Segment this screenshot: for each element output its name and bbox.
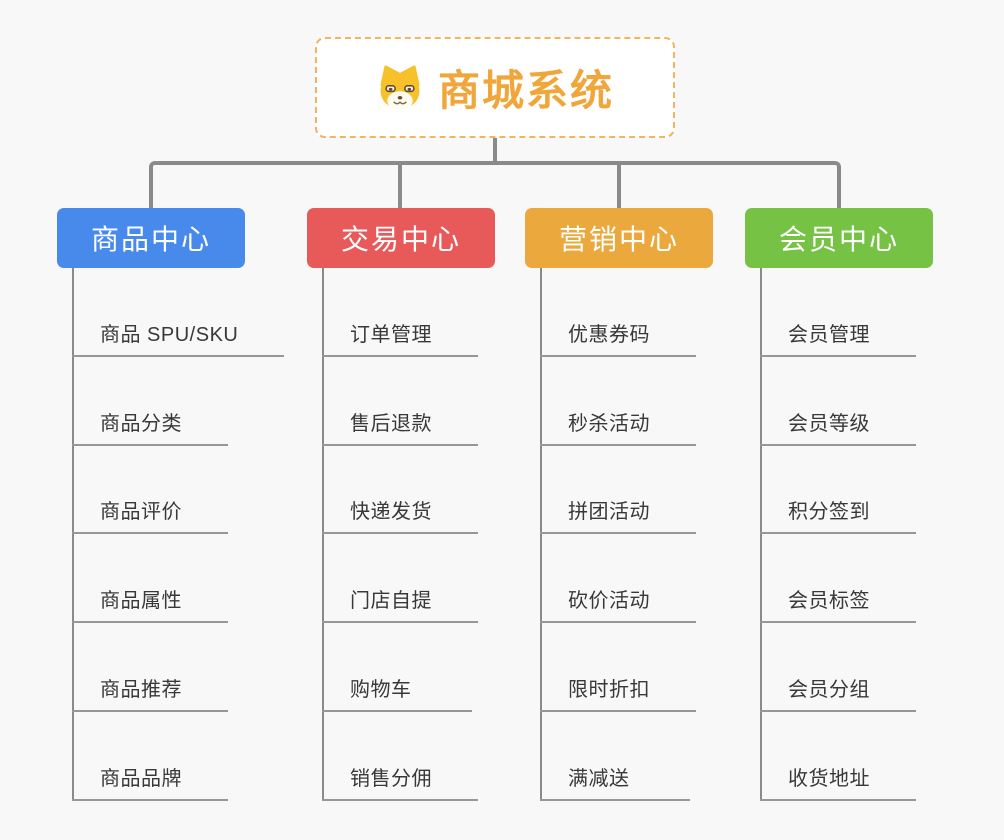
leaf-node[interactable]: 售后退款	[322, 357, 478, 446]
branch-bus-connector	[149, 161, 841, 208]
branch-node-marketing-center[interactable]: 营销中心	[525, 208, 713, 268]
root-stem-connector	[493, 138, 497, 165]
branch-column-product: 商品 SPU/SKU 商品分类 商品评价 商品属性 商品推荐 商品品牌	[72, 268, 285, 801]
leaf-node[interactable]: 销售分佣	[322, 712, 478, 801]
leaf-node[interactable]: 购物车	[322, 623, 472, 712]
root-title: 商城系统	[437, 67, 614, 114]
branch-node-product-center[interactable]: 商品中心	[57, 208, 245, 268]
branch-drop-connector	[617, 165, 621, 208]
leaf-node[interactable]: 门店自提	[322, 534, 478, 623]
leaf-node[interactable]: 商品 SPU/SKU	[72, 268, 285, 357]
leaf-node[interactable]: 商品分类	[72, 357, 228, 446]
branch-drop-connector	[398, 165, 402, 208]
leaf-node[interactable]: 快递发货	[322, 446, 478, 534]
root-node[interactable]: 商城系统	[315, 37, 675, 138]
leaf-node[interactable]: 限时折扣	[540, 623, 696, 712]
leaf-node[interactable]: 拼团活动	[540, 446, 696, 534]
branch-vline-connector	[72, 268, 74, 800]
leaf-node[interactable]: 会员等级	[760, 357, 916, 446]
dog-face-icon	[380, 65, 420, 110]
leaf-node[interactable]: 满减送	[540, 712, 690, 801]
leaf-node[interactable]: 会员管理	[760, 268, 916, 357]
branch-column-marketing: 优惠券码 秒杀活动 拼团活动 砍价活动 限时折扣 满减送	[540, 268, 696, 801]
leaf-node[interactable]: 订单管理	[322, 268, 478, 357]
branch-vline-connector	[540, 268, 542, 800]
leaf-node[interactable]: 商品品牌	[72, 712, 228, 801]
branch-vline-connector	[322, 268, 324, 800]
leaf-node[interactable]: 积分签到	[760, 446, 916, 534]
leaf-node[interactable]: 商品属性	[72, 534, 228, 623]
leaf-node[interactable]: 优惠券码	[540, 268, 696, 357]
leaf-node[interactable]: 商品推荐	[72, 623, 228, 712]
branch-column-trade: 订单管理 售后退款 快递发货 门店自提 购物车 销售分佣	[322, 268, 478, 801]
leaf-node[interactable]: 会员分组	[760, 623, 916, 712]
leaf-node[interactable]: 商品评价	[72, 446, 228, 534]
leaf-node[interactable]: 会员标签	[760, 534, 916, 623]
branch-node-member-center[interactable]: 会员中心	[745, 208, 933, 268]
branch-vline-connector	[760, 268, 762, 800]
leaf-node[interactable]: 收货地址	[760, 712, 916, 801]
branch-node-trade-center[interactable]: 交易中心	[307, 208, 495, 268]
branch-column-member: 会员管理 会员等级 积分签到 会员标签 会员分组 收货地址	[760, 268, 916, 801]
leaf-node[interactable]: 砍价活动	[540, 534, 696, 623]
leaf-node[interactable]: 秒杀活动	[540, 357, 696, 446]
